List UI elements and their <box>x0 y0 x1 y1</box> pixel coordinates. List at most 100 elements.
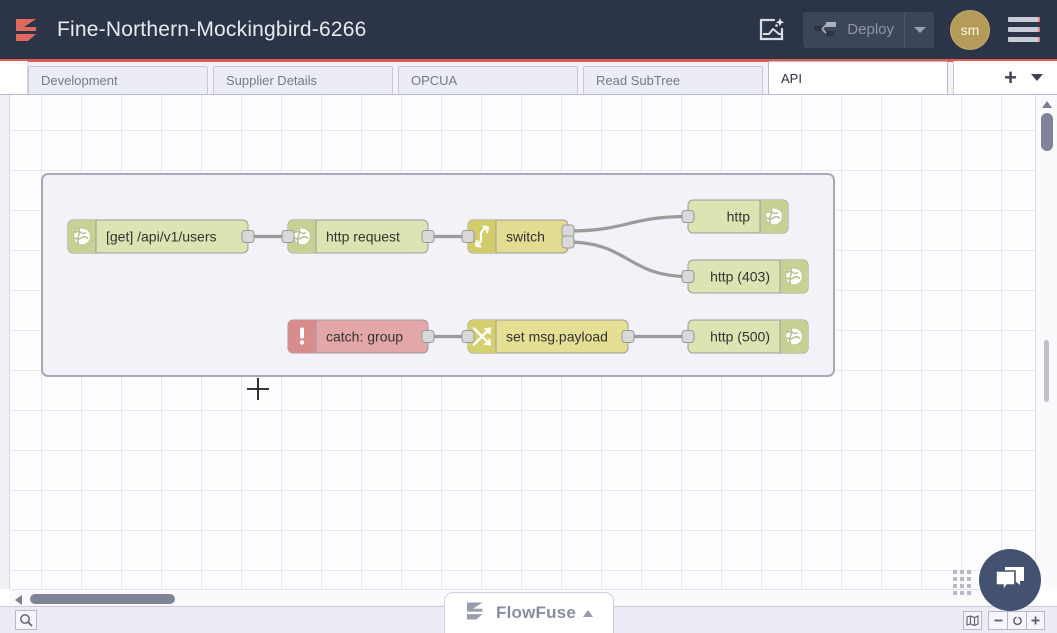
dot <box>953 591 957 595</box>
flowfuse-footer-tab[interactable]: FlowFuse <box>444 592 614 633</box>
flow-node-http-in[interactable]: [get] /api/v1/users <box>67 219 255 254</box>
dot <box>960 591 964 595</box>
tab-read-subtree[interactable]: Read SubTree <box>583 66 763 94</box>
zoom-controls <box>988 610 1045 630</box>
chevron-up-icon[interactable] <box>583 609 593 617</box>
flow-node-label: http request <box>326 229 400 245</box>
flow-node-switch[interactable]: switch <box>461 219 575 254</box>
globe-icon <box>764 207 784 226</box>
globe-icon <box>292 227 312 246</box>
dot <box>953 577 957 581</box>
flow-tab-bar: Development Supplier Details OPCUA Read … <box>0 61 1057 95</box>
scroll-up-arrow-icon[interactable] <box>1042 101 1052 108</box>
node-output-port <box>561 224 575 238</box>
crosshair-cursor <box>247 378 269 400</box>
tab-bar-gutter <box>0 61 28 94</box>
chat-bubble-icon[interactable] <box>979 549 1041 611</box>
flow-node-label: http (500) <box>710 329 770 345</box>
page-title: Fine-Northern-Mockingbird-6266 <box>57 17 367 41</box>
tab-supplier-details[interactable]: Supplier Details <box>213 66 393 94</box>
tab-development[interactable]: Development <box>28 66 208 94</box>
node-input-port <box>681 210 695 223</box>
zoom-reset-button[interactable] <box>1007 610 1026 630</box>
horizontal-scrollbar-thumb[interactable] <box>30 594 175 604</box>
vertical-scrollbar[interactable] <box>1035 95 1057 589</box>
switch-branch-icon <box>474 225 490 248</box>
hamburger-menu-icon[interactable] <box>1008 17 1040 42</box>
flow-wire[interactable] <box>567 240 689 279</box>
ai-assistant-icon[interactable] <box>755 13 789 47</box>
flow-node-label: catch: group <box>326 329 403 345</box>
search-icon[interactable] <box>15 610 37 630</box>
tab-api[interactable]: API <box>768 61 948 94</box>
node-output-port <box>561 235 575 249</box>
dot <box>967 570 971 574</box>
tab-label: API <box>781 70 802 86</box>
dot <box>960 570 964 574</box>
flow-node-http-resp-500[interactable]: http (500) <box>681 319 809 354</box>
flow-node-catch[interactable]: catch: group <box>287 319 435 354</box>
avatar[interactable]: sm <box>950 9 990 50</box>
zoom-out-button[interactable] <box>988 610 1007 630</box>
tab-label: Supplier Details <box>226 73 318 88</box>
flow-node-change[interactable]: set msg.payload <box>461 319 635 354</box>
hamburger-bar <box>1008 37 1040 42</box>
node-output-port <box>621 330 635 343</box>
zoom-in-button[interactable] <box>1026 610 1045 630</box>
node-input-port <box>681 330 695 343</box>
vertical-scrollbar-track-marker <box>1044 340 1049 402</box>
flowfuse-logo-icon[interactable] <box>14 17 44 43</box>
status-bar-actions <box>963 610 1045 630</box>
canvas-left-rail <box>0 95 10 589</box>
chevron-down-icon[interactable] <box>1031 74 1043 81</box>
tab-label: Development <box>41 73 118 88</box>
vertical-scrollbar-thumb[interactable] <box>1041 113 1053 151</box>
flow-node-label: [get] /api/v1/users <box>106 229 217 245</box>
flow-node-label: http (403) <box>710 269 770 285</box>
deploy-button-label: Deploy <box>847 21 894 38</box>
node-input-port <box>681 270 695 283</box>
node-input-port <box>461 230 475 243</box>
flow-node-http-resp-403[interactable]: http (403) <box>681 259 809 294</box>
globe-icon <box>784 267 804 286</box>
flow-canvas[interactable]: [get] /api/v1/users http request switch htt… <box>10 95 1035 589</box>
dot <box>967 584 971 588</box>
tab-label: OPCUA <box>411 73 458 88</box>
node-input-port <box>281 230 295 243</box>
flow-diagram: [get] /api/v1/users http request switch htt… <box>41 173 835 400</box>
deploy-button[interactable]: Deploy <box>803 11 934 48</box>
flow-node-label: http <box>727 209 751 225</box>
flow-node-http-resp-1[interactable]: http <box>681 199 789 234</box>
deploy-dropdown-toggle[interactable] <box>904 11 934 48</box>
globe-icon <box>784 327 804 346</box>
flow-node-label: set msg.payload <box>506 329 608 345</box>
drag-dots-icon[interactable] <box>953 570 971 595</box>
deploy-icon <box>809 20 843 40</box>
dot <box>953 570 957 574</box>
node-output-port <box>421 230 435 243</box>
hamburger-bar <box>1008 27 1040 32</box>
dot <box>960 584 964 588</box>
tab-bar-actions: + <box>953 61 1057 94</box>
globe-icon <box>72 227 92 246</box>
change-swap-icon <box>472 327 492 346</box>
flow-wire[interactable] <box>567 214 689 233</box>
node-input-port <box>461 330 475 343</box>
node-output-port <box>241 230 255 243</box>
chevron-down-icon <box>913 26 926 33</box>
flowfuse-logo-icon <box>465 601 489 626</box>
dot <box>967 591 971 595</box>
map-navigator-icon[interactable] <box>963 610 982 630</box>
tab-opcua[interactable]: OPCUA <box>398 66 578 94</box>
flow-node-label: switch <box>506 229 545 245</box>
add-tab-button[interactable]: + <box>1004 64 1017 90</box>
dot <box>967 577 971 581</box>
dot <box>960 577 964 581</box>
flow-node-http-request[interactable]: http request <box>281 219 435 254</box>
workspace: [get] /api/v1/users http request switch htt… <box>0 95 1057 633</box>
scroll-left-arrow-icon[interactable] <box>15 595 22 605</box>
app-header: Fine-Northern-Mockingbird-6266 Deploy <box>0 0 1057 62</box>
dot <box>953 584 957 588</box>
flowfuse-label: FlowFuse <box>496 603 576 622</box>
